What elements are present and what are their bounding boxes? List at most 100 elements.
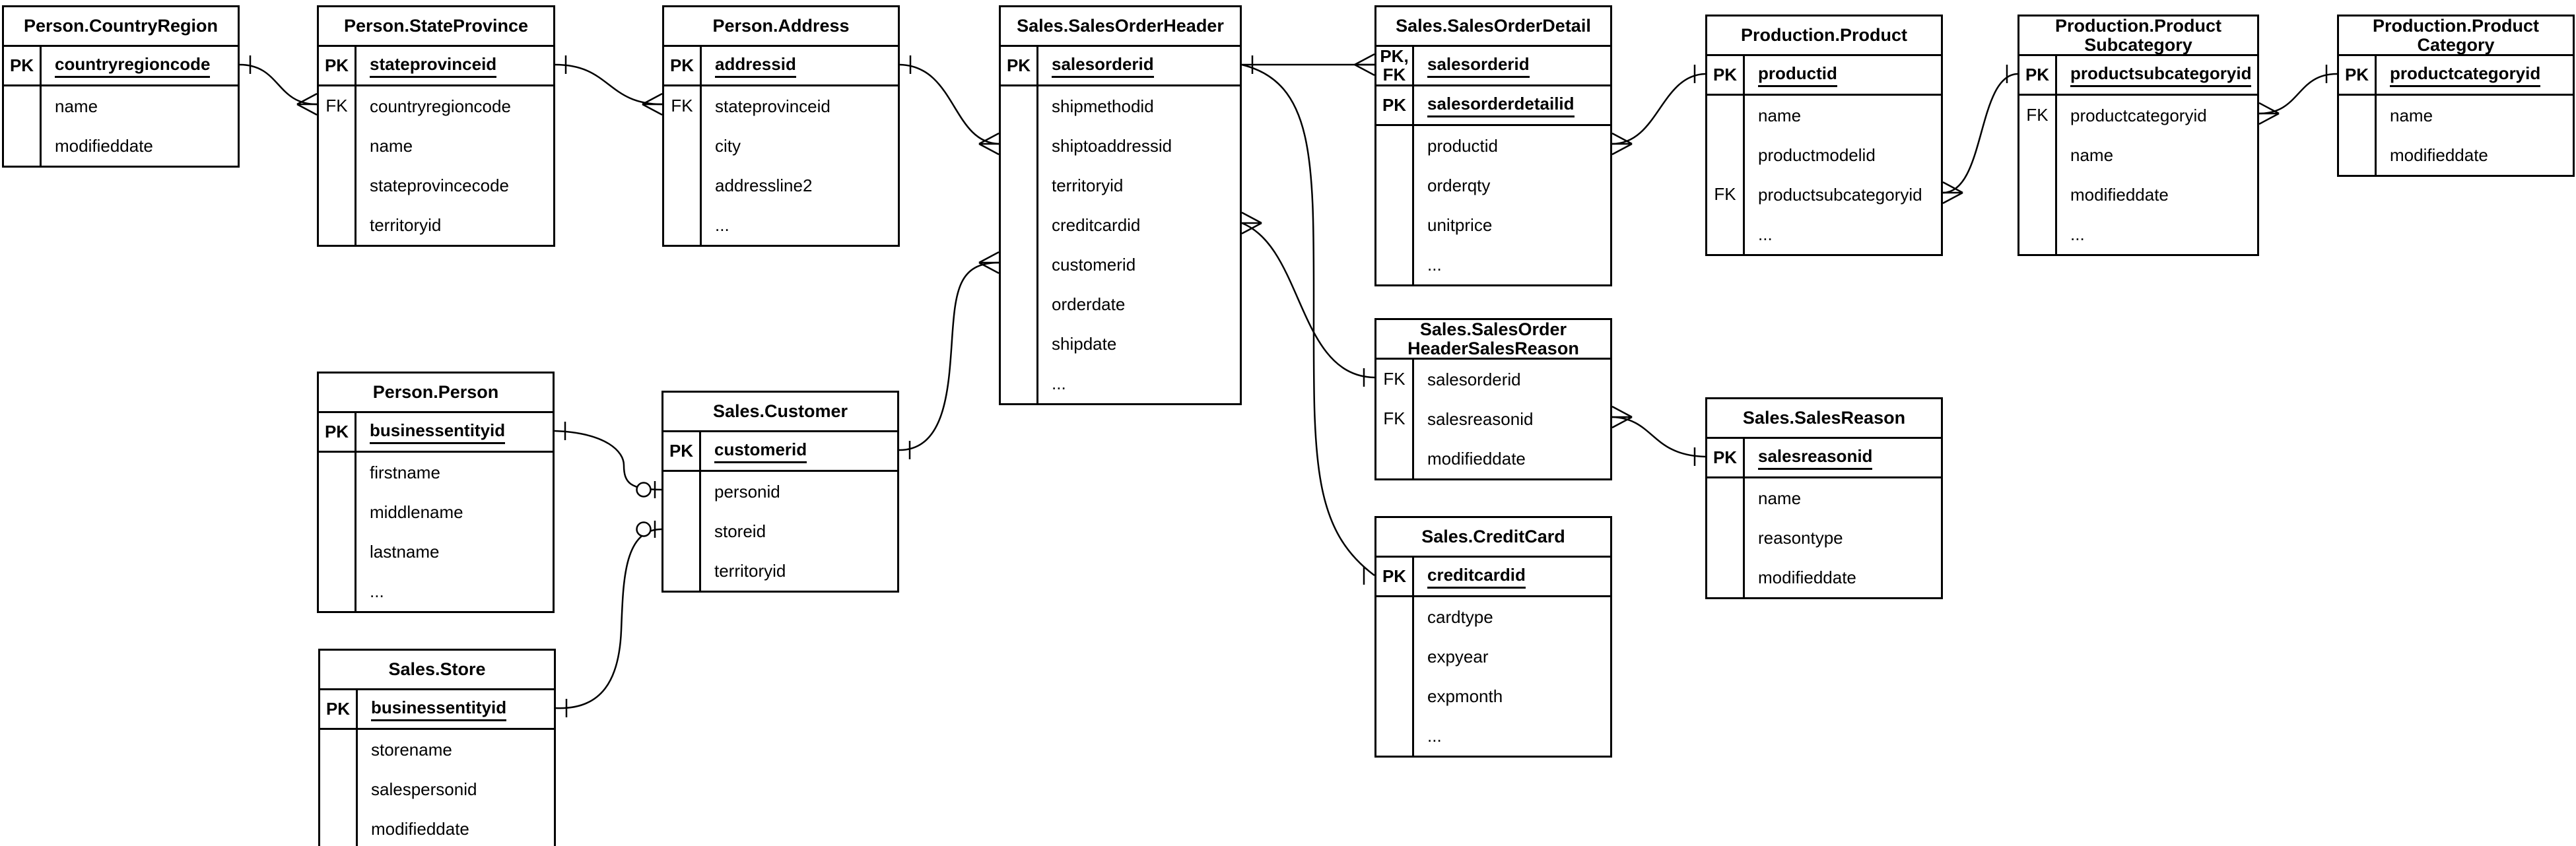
attr-row-: ... [1001, 364, 1240, 403]
field-name-cell: cardtype [1414, 597, 1610, 637]
field-name: orderqty [1427, 175, 1491, 195]
field-name: personid [714, 481, 780, 502]
key-label [1001, 284, 1038, 324]
field-name-cell: name [42, 86, 238, 126]
field-name: orderdate [1052, 294, 1126, 314]
field-name: storeid [714, 521, 766, 541]
field-name-cell: ... [1414, 716, 1610, 756]
connector-country-region-to-state-province[interactable] [239, 63, 318, 106]
pk-field-name: salesorderdetailid [1427, 94, 1575, 117]
attr-row-expmonth: expmonth [1376, 676, 1610, 716]
entity-title: Sales.Store [320, 651, 554, 690]
field-name-cell: name [2377, 96, 2573, 135]
attr-row-expyear: expyear [1376, 637, 1610, 676]
key-label [663, 511, 701, 551]
field-name-cell: customerid [701, 432, 897, 470]
field-name-cell: stateprovinceid [702, 86, 898, 126]
field-name-cell: lastname [356, 532, 553, 571]
attr-row-addressline2: addressline2 [664, 166, 898, 205]
field-name: expmonth [1427, 686, 1503, 706]
field-name: territoryid [1052, 175, 1124, 195]
key-label [1376, 245, 1414, 284]
entity-title: Sales.SalesOrderHeader [1001, 7, 1240, 47]
attr-row-: ... [1376, 245, 1610, 284]
field-name: salesreasonid [1427, 408, 1534, 429]
attr-row-shipdate: shipdate [1001, 324, 1240, 364]
key-label [320, 769, 358, 809]
field-name-cell: name [356, 126, 553, 166]
key-label [319, 492, 356, 532]
attr-row-modifieddate: modifieddate [1376, 439, 1610, 478]
key-label [1707, 135, 1745, 175]
attr-row-city: city [664, 126, 898, 166]
connector-address-to-sales-order-header[interactable] [899, 63, 1000, 145]
field-name-cell: creditcardid [1414, 558, 1610, 595]
field-name-cell: orderqty [1414, 166, 1610, 205]
connector-product-to-product-subcategory[interactable] [1942, 73, 2018, 194]
field-name: reasontype [1758, 527, 1843, 548]
connector-customer-to-sales-order-header[interactable] [898, 261, 1000, 451]
key-label [1376, 637, 1414, 676]
key-label [664, 166, 702, 205]
field-name: expyear [1427, 646, 1489, 667]
entity-title: Sales.CreditCard [1376, 518, 1610, 558]
field-name: middlename [370, 502, 463, 522]
field-name-cell: productcategoryid [2057, 96, 2257, 135]
connector-store-to-customer[interactable] [555, 528, 662, 709]
field-name-cell: businessentityid [358, 690, 554, 728]
pk-field-name: customerid [714, 439, 807, 463]
connector-product-subcategory-to-product-category[interactable] [2258, 73, 2338, 115]
field-name: productcategoryid [2070, 105, 2207, 125]
attr-row-firstname: firstname [319, 453, 553, 492]
field-name: storename [371, 739, 452, 760]
pk-field-name: creditcardid [1427, 565, 1526, 589]
key-label [319, 126, 356, 166]
connector-person-to-customer[interactable] [554, 430, 662, 491]
pk-field-name: salesorderid [1427, 54, 1530, 78]
field-name: ... [715, 214, 729, 235]
connector-sales-order-header-to-credit-card[interactable] [1241, 63, 1375, 577]
field-name: name [1758, 105, 1802, 125]
attr-row-name: name [1707, 478, 1941, 518]
connector-state-province-to-address[interactable] [555, 63, 663, 106]
field-name: salespersonid [371, 779, 477, 799]
attr-row-: ... [319, 571, 553, 611]
entity-title: Person.StateProvince [319, 7, 553, 47]
field-name-cell: creditcardid [1038, 205, 1240, 245]
connector-sales-order-header-to-sales-order-header-sales-reason[interactable] [1241, 222, 1375, 379]
field-name: stateprovincecode [370, 175, 510, 195]
field-name: shipdate [1052, 333, 1117, 354]
field-name-cell: unitprice [1414, 205, 1610, 245]
key-label [1001, 245, 1038, 284]
connector-sales-order-header-sales-reason-to-sales-reason[interactable] [1611, 416, 1706, 458]
field-name: name [2070, 145, 2114, 165]
field-name: modifieddate [55, 135, 153, 156]
field-name-cell: territoryid [356, 205, 553, 245]
field-name-cell: modifieddate [1414, 439, 1610, 478]
key-label: FK [1376, 399, 1414, 439]
attr-row-modifieddate: modifieddate [2019, 175, 2257, 214]
field-name: city [715, 135, 741, 156]
field-name: name [1758, 488, 1802, 508]
attr-row-cardtype: cardtype [1376, 597, 1610, 637]
field-name-cell: personid [701, 472, 897, 511]
cardinality-marker-line [2258, 112, 2280, 125]
connector-sales-order-detail-to-product[interactable] [1611, 73, 1706, 145]
